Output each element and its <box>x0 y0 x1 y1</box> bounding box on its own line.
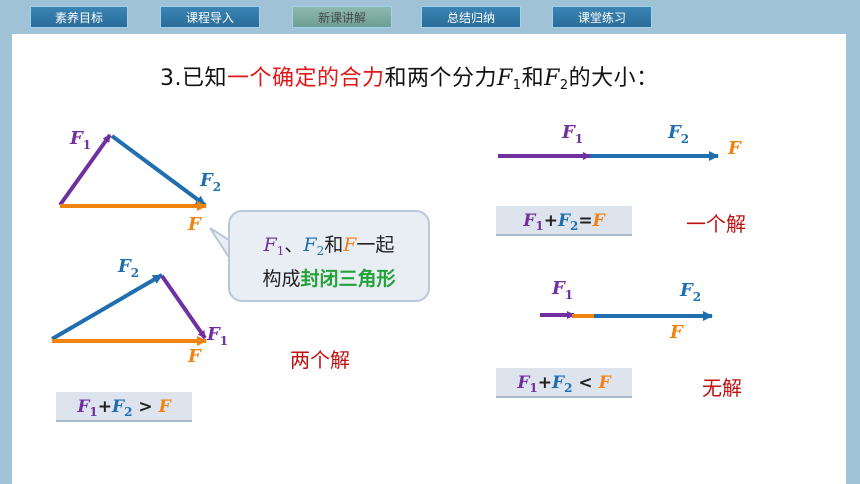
problem-title: 3.已知一个确定的合力和两个分力F1和F2的大小： <box>160 60 659 93</box>
tri1-f2-arrow <box>110 134 207 207</box>
title-prefix: 3.已知 <box>160 66 227 91</box>
caption-one-solution: 一个解 <box>686 212 746 236</box>
callout-f2: F2 <box>303 234 325 258</box>
tri2-f-label: F <box>188 346 201 367</box>
title-f1: F <box>497 66 513 91</box>
title-f2-sub: 2 <box>559 78 569 93</box>
callout-closed-triangle: 封闭三角形 <box>300 268 396 290</box>
title-highlight: 一个确定的合力 <box>227 66 385 91</box>
tri1-f1-label: F1 <box>70 128 92 152</box>
line1-f1-label: F1 <box>562 122 584 146</box>
closed-triangle-callout: F1、F2和F一起 构成封闭三角形 <box>228 210 430 302</box>
callout-line2: 构成封闭三角形 <box>230 264 428 291</box>
tab-intro[interactable]: 课程导入 <box>160 6 260 28</box>
title-middle: 和两个分力 <box>384 66 498 91</box>
line1-f-label: F <box>728 138 741 159</box>
tri1-f2-label: F2 <box>200 170 222 194</box>
title-suffix: 的大小： <box>568 66 659 91</box>
tri1-f-label: F <box>188 214 201 235</box>
tab-summary[interactable]: 总结归纳 <box>421 6 521 28</box>
formula-less: F1+F2 < F <box>496 368 632 398</box>
line1-f2-label: F2 <box>668 122 690 146</box>
title-f2: F <box>544 66 560 91</box>
tri1-f1-arrow <box>58 133 112 207</box>
tri2-f1-label: F1 <box>207 324 229 348</box>
callout-together: 一起 <box>356 234 395 256</box>
tri2-f1-arrow <box>160 274 207 340</box>
callout-f: F <box>343 234 357 256</box>
line2-f2-label: F2 <box>680 280 702 304</box>
tri2-f2-arrow <box>50 273 164 341</box>
tab-new-lesson[interactable]: 新课讲解 <box>292 6 392 28</box>
title-and: 和 <box>521 66 545 91</box>
callout-and: 和 <box>324 234 344 256</box>
caption-two-solutions: 两个解 <box>290 348 350 372</box>
title-f1-sub: 1 <box>512 78 522 93</box>
formula-greater: F1+F2 > F <box>56 392 192 422</box>
formula-equal: F1+F2=F <box>496 206 632 236</box>
callout-line1: F1、F2和F一起 <box>230 230 428 258</box>
callout-f1: F1 <box>263 234 285 258</box>
caption-no-solution: 无解 <box>702 376 742 400</box>
line2-f1-label: F1 <box>552 278 574 302</box>
line2-f-label: F <box>670 322 683 343</box>
callout-form: 构成 <box>262 268 301 290</box>
tab-exercise[interactable]: 课堂练习 <box>552 6 652 28</box>
tri2-f2-label: F2 <box>118 256 140 280</box>
callout-sep: 、 <box>284 234 304 256</box>
tab-goals[interactable]: 素养目标 <box>30 6 128 28</box>
